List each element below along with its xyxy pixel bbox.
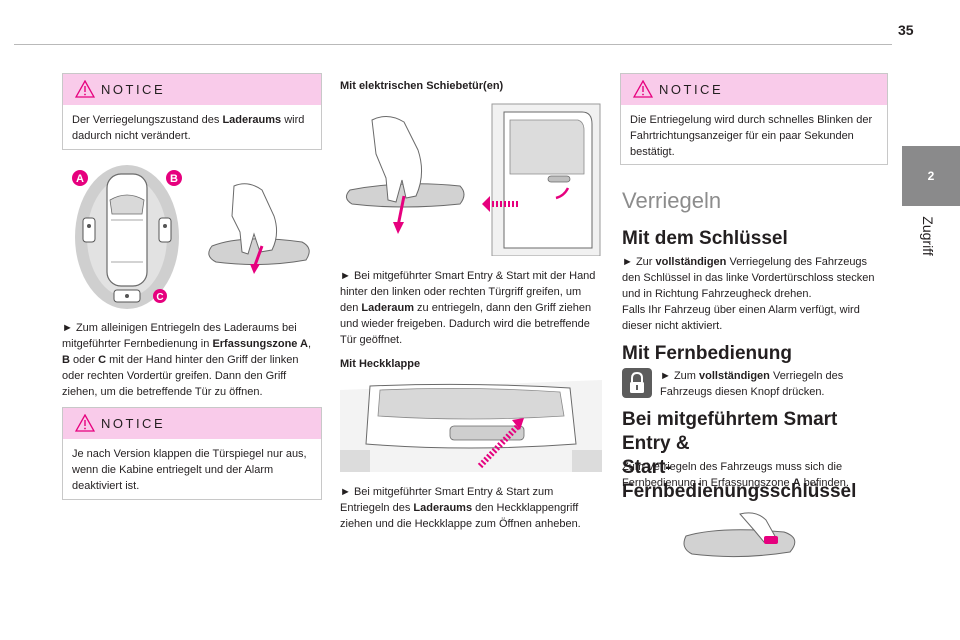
car-detection-zones-illustration: A B C <box>72 165 182 309</box>
notice-title: NOTICE <box>659 82 724 97</box>
zone-c-label: C <box>156 292 163 303</box>
col3-paragraph-3: ► Zum vollständigen Verriegeln des Fahrz… <box>660 370 844 398</box>
notice-header: NOTICE <box>63 74 321 105</box>
notice-header: NOTICE <box>621 74 887 105</box>
door-handle-lock-illustration <box>683 512 796 558</box>
col3-paragraph-4: Zum Verriegeln des Fahrzeugs muss sich d… <box>622 461 849 489</box>
col2-paragraph-1: ► Bei mitgeführter Smart Entry & Start m… <box>340 270 596 346</box>
notice-box-1: NOTICE Der Verriegelungszustand des Lade… <box>62 73 322 150</box>
col1-paragraph-1: ► Zum alleinigen Entriegeln des Laderaum… <box>62 322 312 398</box>
heading-remote-control: Mit Fernbedienung <box>622 343 792 364</box>
warning-triangle-icon <box>75 414 95 432</box>
page-number: 35 <box>898 22 914 38</box>
top-rule <box>14 44 892 45</box>
notice-text: Die Entriegelung wird durch schnelles Bl… <box>630 114 873 158</box>
zone-b-badge <box>166 170 182 186</box>
zone-a-badge <box>72 170 88 186</box>
notice-text: Je nach Version klappen die Türspiegel n… <box>72 448 307 492</box>
hand-door-handle-illustration <box>208 183 310 274</box>
col3-paragraph-1: ► Zur vollständigen Verriegelung des Fah… <box>622 256 875 300</box>
notice-box-2: NOTICE Je nach Version klappen die Türsp… <box>62 407 322 500</box>
section-tab[interactable]: 2 <box>902 146 960 206</box>
section-title-locking: Verriegeln <box>622 188 722 213</box>
notice-text: Der Verriegelungszustand des Laderaums w… <box>72 114 305 142</box>
sliding-door-illustration <box>346 103 601 256</box>
zone-a-label: A <box>76 173 84 185</box>
col2-paragraph-2: ► Bei mitgeführter Smart Entry & Start z… <box>340 486 581 530</box>
heading-smart-entry: Bei mitgeführtem Smart Entry &Start-Fern… <box>622 409 857 502</box>
section-label: Zugriff <box>920 216 936 256</box>
zone-b-label: B <box>170 173 178 185</box>
notice-header: NOTICE <box>63 408 321 439</box>
zone-c-badge <box>153 289 167 303</box>
col3-paragraph-2: Falls Ihr Fahrzeug über einen Alarm verf… <box>622 304 860 332</box>
tailgate-illustration <box>340 380 602 472</box>
notice-title: NOTICE <box>101 416 166 431</box>
padlock-icon <box>630 371 644 393</box>
lock-button-icon <box>622 368 652 398</box>
section-number: 2 <box>927 169 935 183</box>
subheading-tailgate: Mit Heckklappe <box>340 358 421 370</box>
notice-box-3: NOTICE Die Entriegelung wird durch schne… <box>620 73 888 165</box>
warning-triangle-icon <box>633 80 653 98</box>
heading-with-key: Mit dem Schlüssel <box>622 228 788 249</box>
subheading-sliding-doors: Mit elektrischen Schiebetür(en) <box>340 80 504 92</box>
notice-title: NOTICE <box>101 82 166 97</box>
warning-triangle-icon <box>75 80 95 98</box>
